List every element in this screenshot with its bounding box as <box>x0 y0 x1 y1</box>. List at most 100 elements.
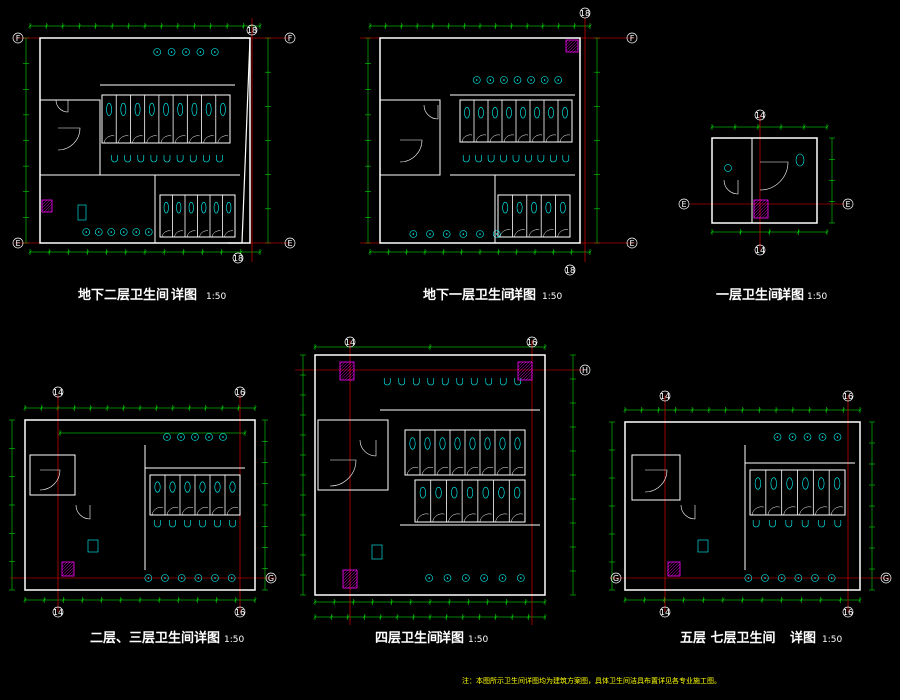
f4-column-bl-hatch <box>342 569 346 573</box>
f57-urinals-urinal <box>752 520 760 528</box>
b2-dim-top-slash <box>110 24 114 28</box>
f57-dim-top-slash <box>707 408 711 412</box>
b1-dim-bottom-slash <box>514 250 519 254</box>
drawing-note: 注：本图所示卫生间详图均为建筑方案图，具体卫生间洁具布置详见各专业施工图。 <box>462 676 721 685</box>
b1-dim-top-slash <box>509 24 514 28</box>
b1-dim-bottom-slash <box>496 250 501 254</box>
f57-door-main <box>644 469 668 493</box>
f23-stalls-toilet <box>229 481 236 493</box>
f57-column-hatch <box>670 566 681 577</box>
b1-sinks-bottom-drain <box>412 233 415 235</box>
f23-axis-g-bubble-label: G <box>268 574 274 583</box>
f4-dim-bottom-slash <box>447 600 451 604</box>
b1-sinks-bottom-basin <box>442 230 451 238</box>
f57-axis-16-bubble-b-label: 16 <box>843 608 853 617</box>
b1-stalls-top-door-swing <box>503 134 515 143</box>
f57-dim-bottom-slash <box>642 598 647 602</box>
f57-dim-top-slash <box>656 408 661 412</box>
f57-stalls-door-swing <box>751 506 764 516</box>
f4-dim-bottom-slash <box>485 600 490 604</box>
f4-vestibule <box>317 419 389 491</box>
b2-dim-top-slash <box>192 24 196 28</box>
f4-stalls-mid-block <box>414 479 526 523</box>
f4-axis-14-bubble <box>344 336 356 348</box>
f23-stalls-door-swing <box>211 507 224 516</box>
f23-outer-wall <box>24 419 256 591</box>
f57-sinks-basin <box>818 433 827 441</box>
b2-urinals-urinal <box>111 155 118 163</box>
f57-stalls-toilet <box>754 477 762 490</box>
f4-stalls-top-toilet <box>454 437 461 450</box>
f4-axis-16-bubble <box>526 336 538 348</box>
f23-dim-bottom-slash <box>195 598 200 602</box>
f57-dim-top-slash <box>640 408 644 412</box>
f23-sinks-bottom-drain <box>197 577 200 579</box>
f57-stalls-toilet <box>818 477 825 490</box>
b1-stalls-bottom-toilet <box>502 201 509 214</box>
b1-urinals-urinal <box>550 155 557 163</box>
b1-dim-bottom-slash <box>404 250 409 254</box>
f57-dim-top-slash <box>858 408 862 412</box>
f4-stalls-top-toilet <box>424 437 431 450</box>
b2-mop-sink <box>77 204 87 221</box>
b2-urinals-urinal <box>137 155 145 163</box>
f57-stalls-door-swing <box>767 506 780 516</box>
f4-sinks-drain <box>483 577 485 579</box>
b2-dim-top-slash <box>225 24 229 28</box>
b1-stalls-bottom-toilet <box>545 201 552 214</box>
f23-axis-16-bubble-b-label: 16 <box>235 608 245 617</box>
b1-sinks-bottom-basin <box>459 230 468 238</box>
f1-dim-bottom-slash <box>710 230 714 234</box>
f4-sinks-basin <box>443 574 452 582</box>
f57-dim-bottom-slash <box>760 598 764 602</box>
f57-mop-sink <box>697 539 709 553</box>
b2-dim-top-slash <box>143 24 147 28</box>
b2-axis-18-bubble-b <box>232 252 244 264</box>
b1-column-hatch <box>565 39 572 46</box>
f4-dim-bottom2-slash <box>461 615 465 619</box>
f1-dim-top-slash <box>756 125 760 129</box>
f4-dim-bottom2-slash <box>362 615 366 619</box>
f23-dim-bottom-slash <box>61 598 66 602</box>
f4-stalls-top-door-swing <box>436 467 449 476</box>
b2-dim-bottom-slash <box>143 250 147 254</box>
b2-sinks-bottom-basin <box>82 228 91 236</box>
b2-sinks-bottom-basin <box>144 228 153 236</box>
b2-stalls-top-block <box>101 94 231 144</box>
f57-sinks-bottom-drain <box>747 577 750 579</box>
f57-dim-top-slash <box>690 408 694 412</box>
b2-dim-bottom-slash <box>162 250 166 254</box>
f23-sinks-drain <box>208 436 210 438</box>
f57-axis-14-bubble-b <box>659 606 671 618</box>
b2-dim-top-slash <box>94 24 98 28</box>
f23-dim-bottom-slash <box>253 598 257 602</box>
f4-dim-bottom-slash <box>504 600 509 604</box>
b2-stalls-bottom-toilet <box>176 201 182 214</box>
f4-dim-bottom-slash <box>543 600 547 604</box>
f23-sinks-bottom-basin <box>227 574 236 582</box>
f1-axis-14-bubble-b <box>754 244 766 256</box>
f4-stalls-mid-toilet <box>514 486 521 499</box>
f57-column-hatch <box>667 561 674 568</box>
f23-stalls-toilet <box>154 481 161 493</box>
b1-sinks-basin <box>540 76 549 84</box>
f23-dim-bottom-slash <box>234 598 238 602</box>
f4-stalls-top-toilet <box>499 437 506 450</box>
b2-dim-top-slash <box>77 24 81 28</box>
f23-dim-top-slash <box>89 406 93 410</box>
f23-stalls-door-swing <box>166 507 179 516</box>
f1-dim-top-slash <box>802 125 806 129</box>
f4-stalls-mid-toilet <box>482 486 489 499</box>
f4-dim-bottom2-slash <box>444 615 449 619</box>
f23-sinks-bottom-drain <box>164 577 166 579</box>
f57-stalls-door-swing <box>830 506 844 516</box>
f1-door-main <box>759 161 789 191</box>
f57-stalls-toilet <box>802 477 809 490</box>
f4-column-tl-hatch <box>339 361 349 371</box>
f23-stalls-door-swing <box>226 507 239 516</box>
panel-scale-f1: 1:50 <box>807 292 827 302</box>
f57-urinals-urinal <box>785 520 793 528</box>
